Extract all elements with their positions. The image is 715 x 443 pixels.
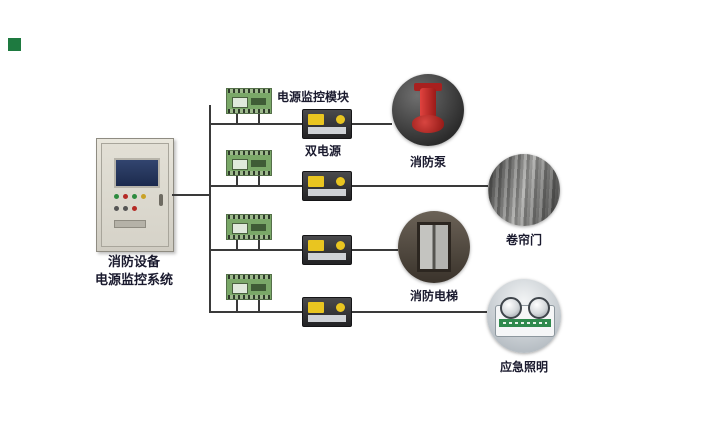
ats-label-strip (308, 189, 346, 196)
monitor-module-1 (226, 88, 272, 114)
module-display (232, 283, 248, 294)
load-label-fire-elevator: 消防电梯 (409, 289, 458, 303)
module-display (232, 159, 248, 170)
monitor-module-3 (226, 214, 272, 240)
ats-label-strip (308, 127, 346, 134)
button-red (132, 206, 137, 211)
ats-switch-1 (302, 109, 352, 139)
roller-door-photo (488, 154, 560, 226)
row2-drop-line (236, 176, 238, 186)
module-display (232, 97, 248, 108)
row4-drop-line (236, 300, 238, 312)
fire-elevator-photo (398, 211, 470, 283)
module-terminal-block (251, 98, 266, 105)
elevator-doors (417, 222, 451, 272)
pump-volute (412, 115, 444, 133)
monitor-module-4 (226, 274, 272, 300)
indicator-yellow (141, 194, 146, 199)
row1-drop-line (258, 114, 260, 124)
indicator-green (114, 194, 119, 199)
pump-body (420, 88, 436, 118)
cabinet-screen (114, 158, 160, 188)
ats-switch-2 (302, 171, 352, 201)
emergency-lamp-left (500, 297, 522, 319)
ats-switch-3 (302, 235, 352, 265)
corner-marker (8, 38, 21, 51)
system-title: 消防设备 电源监控系统 (72, 253, 196, 288)
cabinet-handle (159, 194, 163, 206)
ats-label-strip (308, 253, 346, 260)
module-terminal-block (251, 284, 266, 291)
indicator-red (123, 194, 128, 199)
row3-drop-line (236, 240, 238, 250)
load-label-emergency-lighting: 应急照明 (499, 360, 548, 374)
fire-pump-photo (392, 74, 464, 146)
cabinet-button-row (114, 206, 160, 214)
module-terminal-block (251, 160, 266, 167)
button-dark (123, 206, 128, 211)
monitor-module-2 (226, 150, 272, 176)
bus-line (209, 105, 211, 313)
ats-label: 双电源 (305, 144, 342, 158)
cabinet-indicator-row (114, 194, 160, 202)
pump-pipe (414, 83, 442, 91)
load-label-fire-pump: 消防泵 (409, 155, 446, 169)
indicator-green (132, 194, 137, 199)
cabinet-slot (114, 220, 146, 228)
system-title-line2: 电源监控系统 (94, 271, 173, 287)
row3-drop-line (258, 240, 260, 250)
row1-line (209, 123, 392, 125)
module-terminal-block (251, 224, 266, 231)
emergency-light-green-strip (499, 319, 551, 327)
cabinet-door (101, 143, 169, 247)
cabinet-connector-line (172, 194, 210, 196)
row4-drop-line (258, 300, 260, 312)
control-cabinet (96, 138, 174, 252)
ats-label-strip (308, 315, 346, 322)
ats-switch-4 (302, 297, 352, 327)
system-title-line1: 消防设备 (107, 254, 160, 269)
load-label-roller-door: 卷帘门 (505, 233, 542, 247)
module-label: 电源监控模块 (277, 90, 350, 104)
row2-drop-line (258, 176, 260, 186)
row1-drop-line (236, 114, 238, 124)
button-dark (114, 206, 119, 211)
emergency-lamp-right (528, 297, 550, 319)
emergency-light-photo (487, 279, 561, 353)
module-display (232, 223, 248, 234)
